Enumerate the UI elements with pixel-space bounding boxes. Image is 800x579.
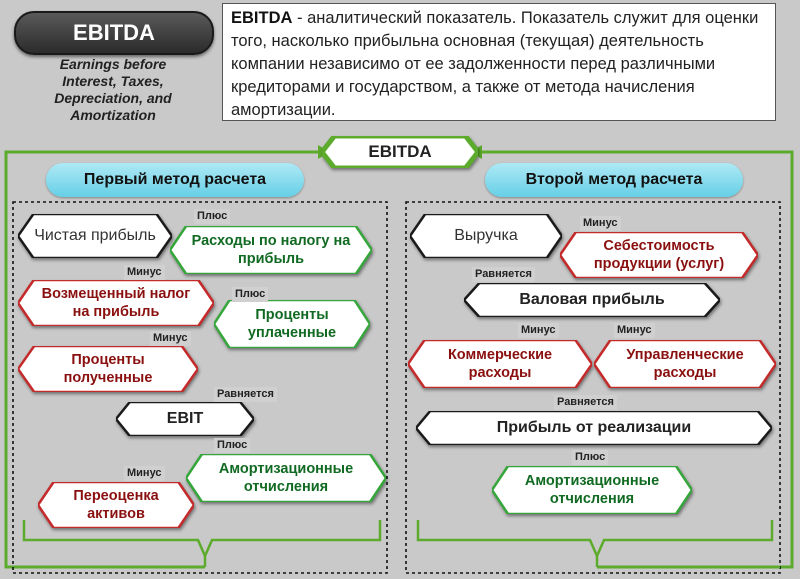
node-label: EBIT [166, 410, 204, 427]
tag-equals: Равняется [554, 395, 617, 410]
definition-term: EBITDA [231, 9, 293, 27]
definition-box: EBITDA - аналитический показатель. Показ… [222, 3, 776, 121]
node-label: Амортизационные отчисления [524, 473, 660, 507]
center-ebitda-node: EBITDA [322, 136, 478, 168]
node-amortization-m1: Амортизационные отчисления [186, 454, 386, 502]
node-gross-profit: Валовая прибыль [464, 283, 720, 317]
method1-title: Первый метод расчета [46, 163, 304, 197]
center-ebitda-label: EBITDA [368, 142, 432, 161]
method2-brace [416, 520, 774, 560]
method2-title: Второй метод расчета [485, 163, 743, 197]
node-label: Возмещенный налог на прибыль [41, 286, 191, 320]
node-ebit: EBIT [116, 402, 254, 436]
node-interest-paid: Проценты уплаченные [214, 300, 370, 348]
frame-right-line [482, 150, 794, 569]
tag-minus: Минус [580, 216, 621, 231]
node-asset-revaluation: Переоценка активов [38, 482, 194, 528]
subtitle-line: Earnings before [59, 56, 167, 72]
subtitle-line: Depreciation, and [54, 90, 172, 106]
node-label: Прибыль от реализации [496, 419, 692, 436]
definition-text: - аналитический показатель. Показатель с… [231, 9, 759, 119]
node-label: Выручка [454, 227, 518, 244]
subtitle-line: Amortization [70, 107, 156, 123]
node-label: Проценты полученные [63, 352, 153, 386]
tag-plus: Плюс [572, 450, 609, 465]
tag-equals: Равняется [472, 267, 535, 282]
tag-minus: Минус [124, 466, 165, 481]
tag-minus: Минус [518, 323, 559, 338]
tag-minus: Минус [124, 265, 165, 280]
ebitda-expansion: Earnings before Interest, Taxes, Depreci… [22, 56, 204, 124]
method2-dotted-box [405, 201, 781, 574]
node-income-tax-expense: Расходы по налогу на прибыль [170, 226, 372, 274]
node-label: Себестоимость продукции (услуг) [593, 238, 725, 272]
method1-dotted-box [12, 201, 388, 574]
frame-left-line [4, 150, 318, 569]
node-label: Амортизационные отчисления [218, 461, 354, 495]
node-amortization-m2: Амортизационные отчисления [492, 466, 692, 514]
node-label: Проценты уплаченные [247, 307, 337, 341]
tag-minus: Минус [150, 331, 191, 346]
node-label: Расходы по налогу на прибыль [191, 233, 351, 267]
tag-plus: Плюс [194, 209, 231, 224]
node-revenue: Выручка [410, 214, 562, 258]
node-admin-expenses: Управленческие расходы [594, 340, 776, 388]
node-label: Переоценка активов [73, 488, 159, 522]
node-label: Валовая прибыль [519, 291, 665, 308]
node-net-profit: Чистая прибыль [18, 214, 172, 258]
node-refunded-income-tax: Возмещенный налог на прибыль [18, 280, 214, 326]
node-cost-of-sales: Себестоимость продукции (услуг) [560, 232, 758, 278]
node-interest-received: Проценты полученные [18, 346, 198, 392]
node-label: Управленческие расходы [626, 347, 744, 381]
node-operating-profit: Прибыль от реализации [416, 411, 772, 445]
tag-minus: Минус [614, 323, 655, 338]
node-label: Чистая прибыль [34, 227, 156, 244]
node-selling-expenses: Коммерческие расходы [408, 340, 592, 388]
tag-plus: Плюс [214, 438, 251, 453]
subtitle-line: Interest, Taxes, [62, 73, 164, 89]
ebitda-title-pill: EBITDA [14, 11, 214, 55]
tag-plus: Плюс [232, 287, 269, 302]
tag-equals: Равняется [214, 387, 277, 402]
node-label: Коммерческие расходы [447, 347, 553, 381]
